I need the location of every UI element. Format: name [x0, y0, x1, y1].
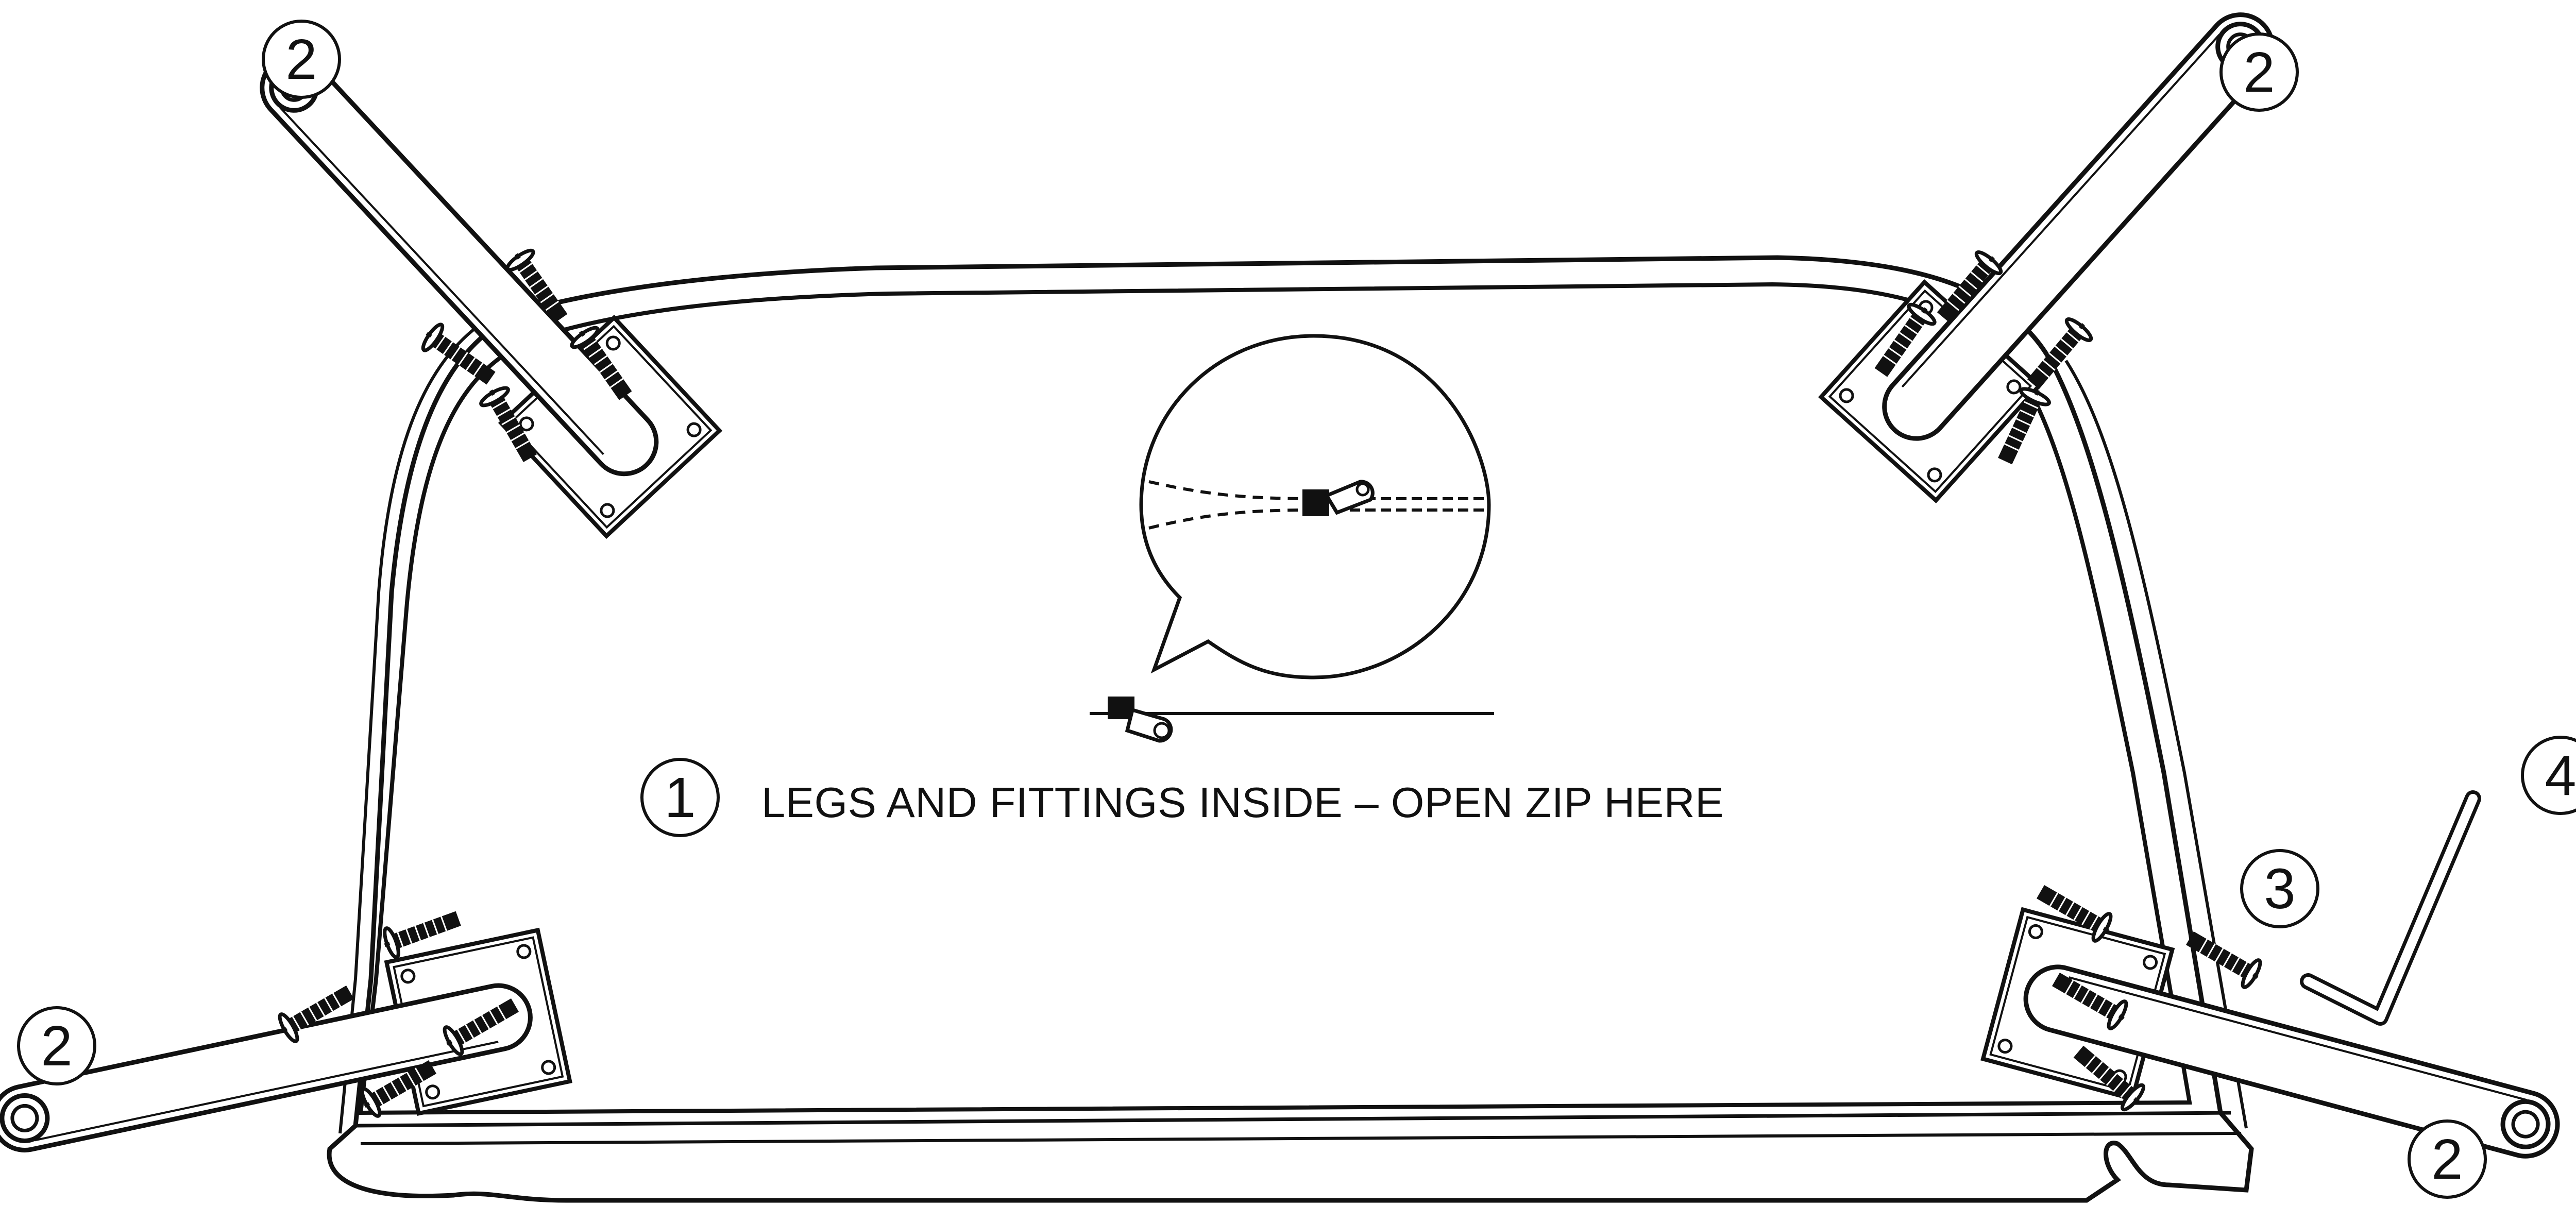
callout-number-bolt: 3: [2264, 857, 2295, 921]
callout-bolt: 3: [2242, 851, 2318, 927]
zip-magnifier-callout: [1141, 336, 1489, 677]
callout-number-leg-top-right: 2: [2243, 41, 2275, 104]
callout-number-allen-key: 4: [2545, 744, 2576, 807]
callout-number-leg-top-left: 2: [285, 28, 317, 91]
callout-circle-1: 1: [642, 759, 718, 836]
callout-number-1: 1: [664, 766, 696, 829]
callout-leg-top-left: 2: [263, 21, 340, 97]
callout-leg-bottom-right: 2: [2409, 1121, 2485, 1197]
allen-key-icon: [2308, 799, 2473, 1017]
callout-leg-bottom-left: 2: [19, 1008, 95, 1084]
callout-number-leg-bottom-right: 2: [2431, 1128, 2463, 1191]
callout-allen-key: 4: [2522, 737, 2576, 813]
callout-leg-top-right: 2: [2221, 34, 2297, 110]
caption-text: LEGS AND FITTINGS INSIDE – OPEN ZIP HERE: [761, 778, 1724, 826]
callout-number-leg-bottom-left: 2: [41, 1014, 72, 1078]
